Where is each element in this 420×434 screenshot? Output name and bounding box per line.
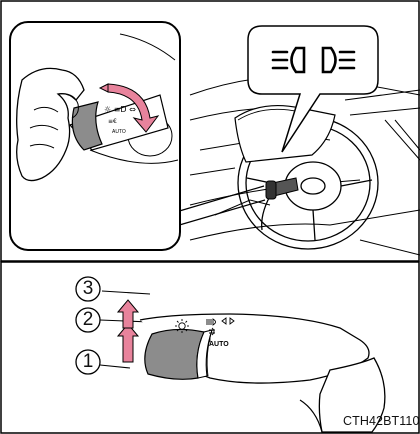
bottom-panel-drawing: AUTO: [0, 262, 420, 434]
zoom-inset: ☼ ≡D ⇔ ≡€ AUTO: [10, 22, 180, 250]
svg-text:AUTO: AUTO: [112, 129, 126, 135]
top-panel-drawing: ☼ ≡D ⇔ ≡€ AUTO: [0, 0, 420, 262]
bottom-illustration-panel: AUTO 3 2 1 CTH42BT110: [0, 262, 420, 434]
position-label-1: 1: [75, 349, 101, 375]
top-illustration-panel: ☼ ≡D ⇔ ≡€ AUTO: [0, 0, 420, 262]
position-label-2: 2: [75, 307, 101, 333]
svg-text:☼ ≡D ⇔: ☼ ≡D ⇔: [104, 105, 136, 114]
position-label-3: 3: [75, 276, 101, 302]
stalk-auto-label: AUTO: [209, 341, 229, 348]
figure-code: CTH42BT110: [343, 414, 420, 428]
svg-text:≡€: ≡€: [108, 118, 117, 125]
